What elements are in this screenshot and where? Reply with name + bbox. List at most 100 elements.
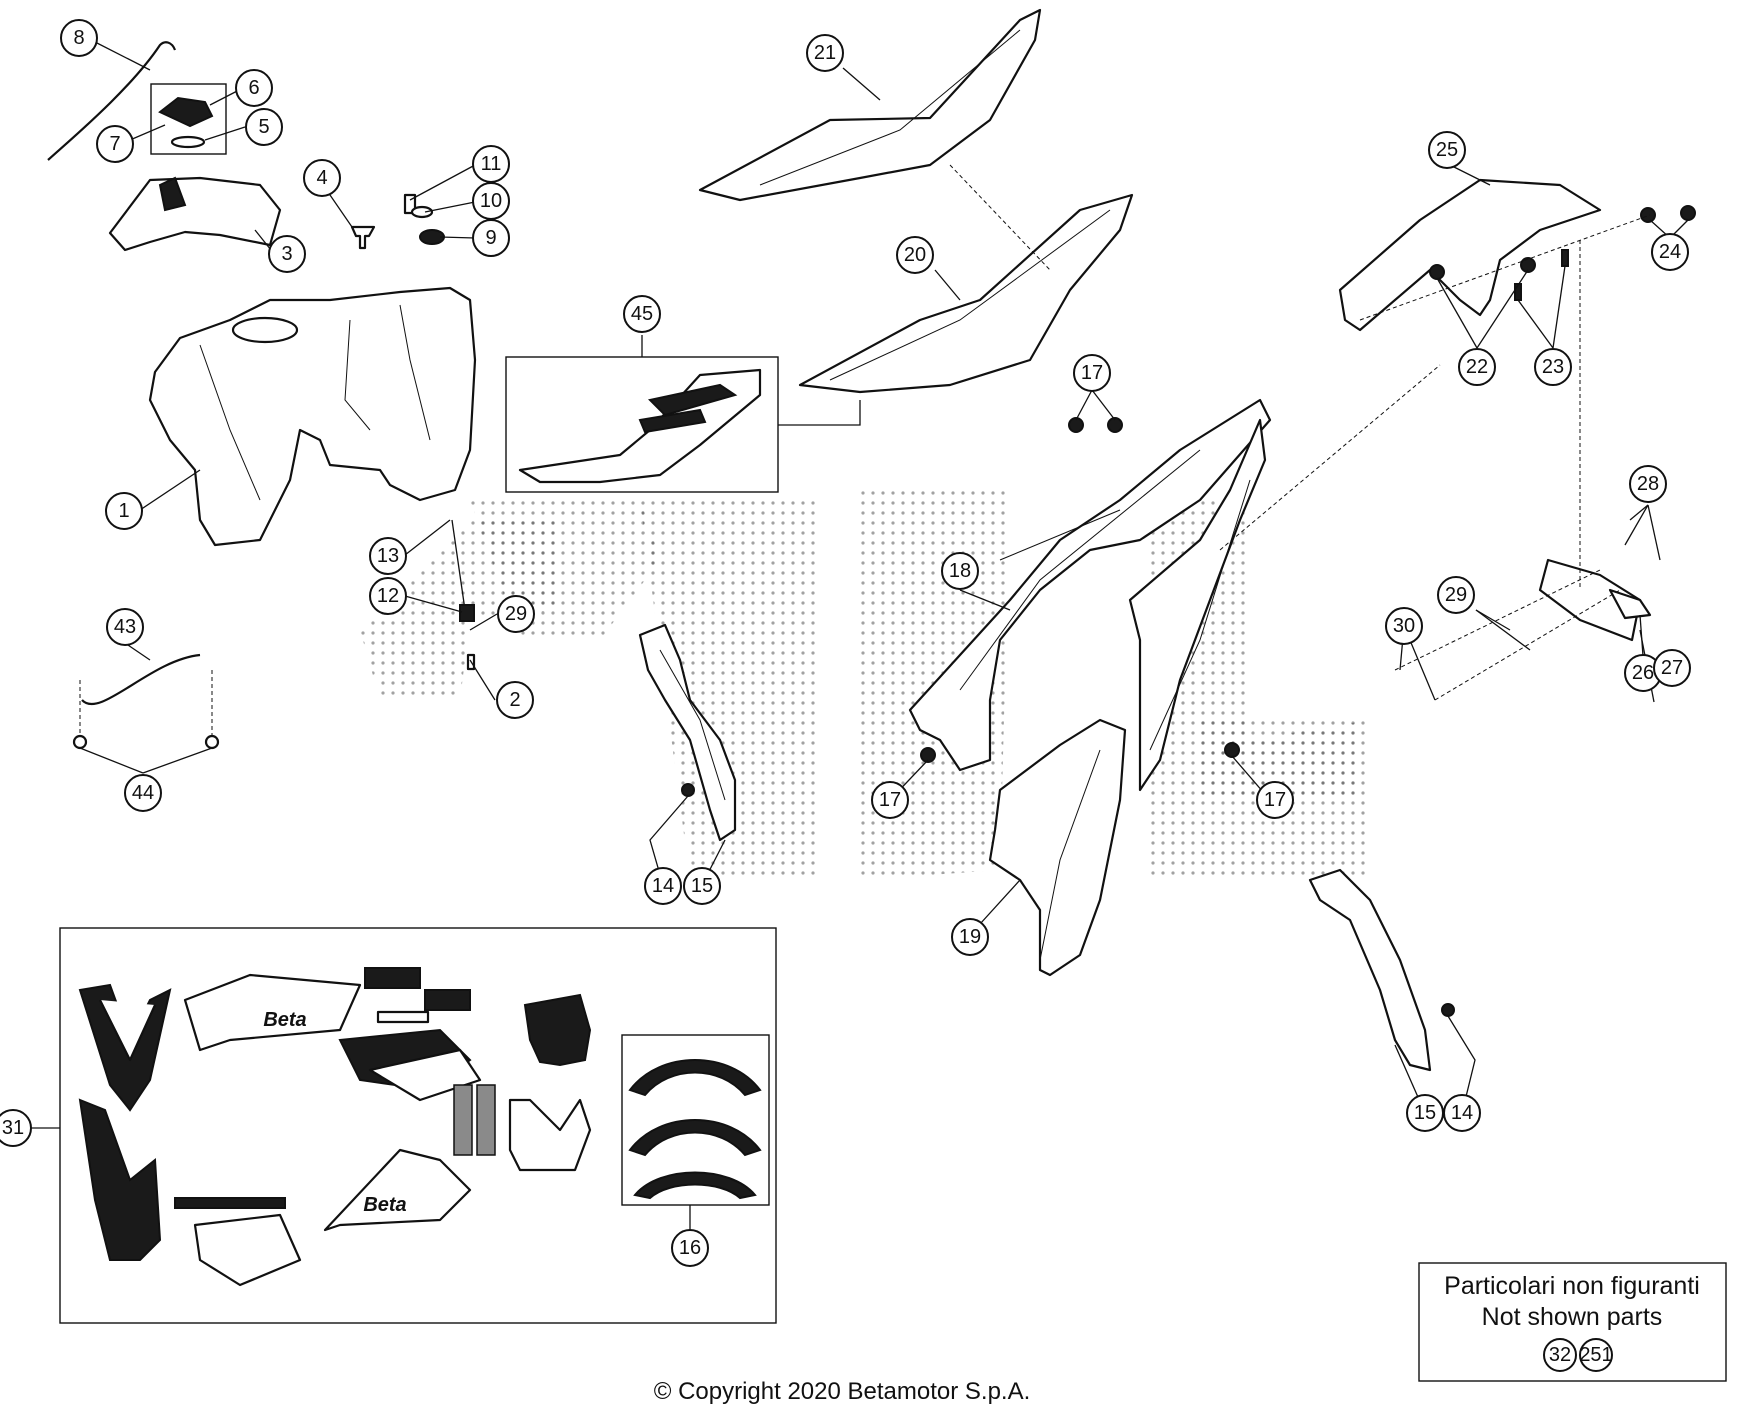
nut-24a <box>1640 207 1656 223</box>
callout-5: 5 <box>245 108 283 146</box>
not-shown-title-it: Particolari non figuranti <box>1444 1272 1700 1300</box>
callout-17-left: 17 <box>871 781 909 819</box>
callout-45: 45 <box>623 295 661 333</box>
callout-30: 30 <box>1385 607 1423 645</box>
shroud-brand-text-b: Beta <box>363 1194 406 1216</box>
fork-decal-c <box>376 1010 430 1024</box>
shroud-brand-text-a: Beta <box>263 1009 306 1031</box>
callout-17-top: 17 <box>1073 354 1111 392</box>
nut-14-right <box>1441 1003 1455 1017</box>
callout-20: 20 <box>896 236 934 274</box>
callout-28-label: 28 <box>1637 473 1659 495</box>
hose-43 <box>81 653 201 706</box>
callout-3: 3 <box>268 235 306 273</box>
leader-lines <box>30 41 1689 1247</box>
callout-32: 32 <box>1543 1338 1577 1372</box>
seat-cover <box>698 8 1042 202</box>
nut-17b <box>1107 417 1123 433</box>
lower-decal <box>193 1213 302 1287</box>
callout-43: 43 <box>106 608 144 646</box>
nut-17c <box>920 747 936 763</box>
rim-stripe-a <box>628 1059 762 1097</box>
not-shown-parts-box <box>1418 1262 1727 1382</box>
nut-24b <box>1680 205 1696 221</box>
callout-27: 27 <box>1653 649 1691 687</box>
callout-10-label: 10 <box>480 190 502 212</box>
callout-1-label: 1 <box>118 500 129 522</box>
seat <box>798 193 1134 394</box>
washer-10 <box>410 205 434 219</box>
callout-45-label: 45 <box>631 303 653 325</box>
callout-13-label: 13 <box>377 545 399 567</box>
fuel-cap <box>150 83 227 155</box>
callout-15-right-label: 15 <box>1414 1102 1436 1124</box>
callout-14-right: 14 <box>1443 1094 1481 1132</box>
fork-decal-a <box>364 967 421 989</box>
callout-14-left: 14 <box>644 867 682 905</box>
bolt-11 <box>403 193 417 215</box>
nut-17a <box>1068 417 1084 433</box>
fuel-tank <box>148 286 477 547</box>
stripe-decal <box>174 1197 286 1209</box>
callout-2: 2 <box>496 681 534 719</box>
front-fender-decal-stripe <box>99 999 157 1062</box>
callout-30-label: 30 <box>1393 615 1415 637</box>
callout-20-label: 20 <box>904 244 926 266</box>
callout-11-label: 11 <box>481 153 502 175</box>
callout-12: 12 <box>369 577 407 615</box>
shroud-decal-top <box>183 973 362 1052</box>
callout-7: 7 <box>96 125 134 163</box>
decal-kit-box: Beta Beta <box>59 927 777 1324</box>
rear-fender <box>908 398 1272 772</box>
fork-guard-decal-a <box>453 1084 473 1156</box>
callout-3-label: 3 <box>281 243 292 265</box>
frame-guard-left <box>638 623 737 842</box>
callout-4-label: 4 <box>316 167 327 189</box>
swingarm-decal <box>508 1098 592 1172</box>
bracket-12 <box>459 604 475 622</box>
lower-side-panel <box>988 718 1127 977</box>
callout-18-label: 18 <box>949 560 971 582</box>
callout-16: 16 <box>671 1229 709 1267</box>
callout-29-left: 29 <box>497 595 535 633</box>
callout-17-top-label: 17 <box>1081 362 1103 384</box>
callout-29-left-label: 29 <box>505 603 527 625</box>
callout-31: 31 <box>0 1109 32 1147</box>
callout-13: 13 <box>369 537 407 575</box>
callout-23-label: 23 <box>1542 356 1564 378</box>
callout-15-left-label: 15 <box>691 875 713 897</box>
callout-18: 18 <box>941 552 979 590</box>
breather-hose <box>47 41 177 161</box>
callout-16-label: 16 <box>679 1237 701 1259</box>
callout-5-label: 5 <box>258 116 269 138</box>
callout-9-label: 9 <box>485 227 496 249</box>
tank-cover-detail <box>158 176 187 212</box>
callout-1: 1 <box>105 492 143 530</box>
callout-24-label: 24 <box>1659 241 1681 263</box>
callout-8-label: 8 <box>73 27 84 49</box>
callout-15-left: 15 <box>683 867 721 905</box>
callout-44: 44 <box>124 774 162 812</box>
rim-stripes-box <box>621 1034 770 1206</box>
nut-22b <box>1520 257 1536 273</box>
callout-43-label: 43 <box>114 616 136 638</box>
callout-21-label: 21 <box>814 42 836 64</box>
callout-6-label: 6 <box>248 77 259 99</box>
fork-decal-b <box>424 989 471 1011</box>
callout-22: 22 <box>1458 348 1496 386</box>
rear-fender-decal <box>78 1098 162 1261</box>
callout-32-label: 32 <box>1549 1344 1571 1366</box>
callout-9: 9 <box>472 219 510 257</box>
nut-17d <box>1224 742 1240 758</box>
callout-11: 11 <box>472 145 510 183</box>
fork-guard-decal-b <box>476 1084 496 1156</box>
callout-26-label: 26 <box>1632 662 1654 684</box>
callout-31-label: 31 <box>2 1117 24 1139</box>
callout-12-label: 12 <box>377 585 399 607</box>
callout-14-left-label: 14 <box>652 875 674 897</box>
number-plate-decal <box>523 993 592 1067</box>
side-panel <box>1128 418 1267 792</box>
callout-17-right: 17 <box>1256 781 1294 819</box>
plate-bracket <box>1538 558 1642 642</box>
callout-25-label: 25 <box>1436 139 1458 161</box>
